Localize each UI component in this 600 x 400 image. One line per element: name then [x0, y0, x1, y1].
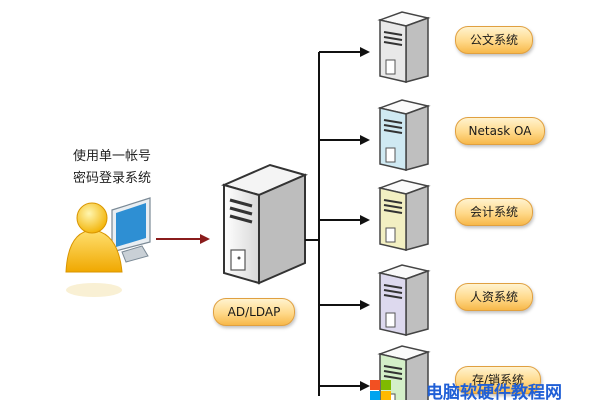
server-icon-hr [377, 264, 431, 336]
user-computer-icon [65, 197, 151, 297]
branch-arrow-document [319, 47, 370, 57]
ad-ldap-server-icon [221, 163, 308, 285]
watermark-text: 电脑软硬件教程网 [426, 383, 562, 400]
branch-arrow-hr [319, 300, 370, 310]
monitor-icon [111, 197, 151, 263]
watermark: 电脑软硬件教程网 [370, 378, 600, 400]
user-caption-line1: 使用单一帐号 [72, 149, 151, 164]
system-label-document: 公文系统 [455, 26, 533, 54]
system-label-netask-oa: Netask OA [455, 117, 545, 145]
branch-arrow-inventory [319, 381, 370, 391]
server-icon-document [377, 11, 431, 83]
system-label-inventory: 存/销系统 [455, 366, 541, 394]
user-caption-line2: 密码登录系统 [72, 171, 151, 186]
branch-arrow-accounting [319, 215, 370, 225]
branch-arrow-netask-oa [319, 135, 370, 145]
system-label-accounting: 会计系统 [455, 198, 533, 226]
user-figure-icon [65, 202, 123, 297]
system-label-hr: 人资系统 [455, 283, 533, 311]
login-arrow [156, 234, 210, 244]
server-icon-accounting [377, 179, 431, 251]
server-icon-netask-oa [377, 99, 431, 171]
ad-ldap-label: AD/LDAP [213, 298, 295, 326]
connector-lines [305, 47, 370, 396]
windows-logo-icon [370, 380, 392, 400]
